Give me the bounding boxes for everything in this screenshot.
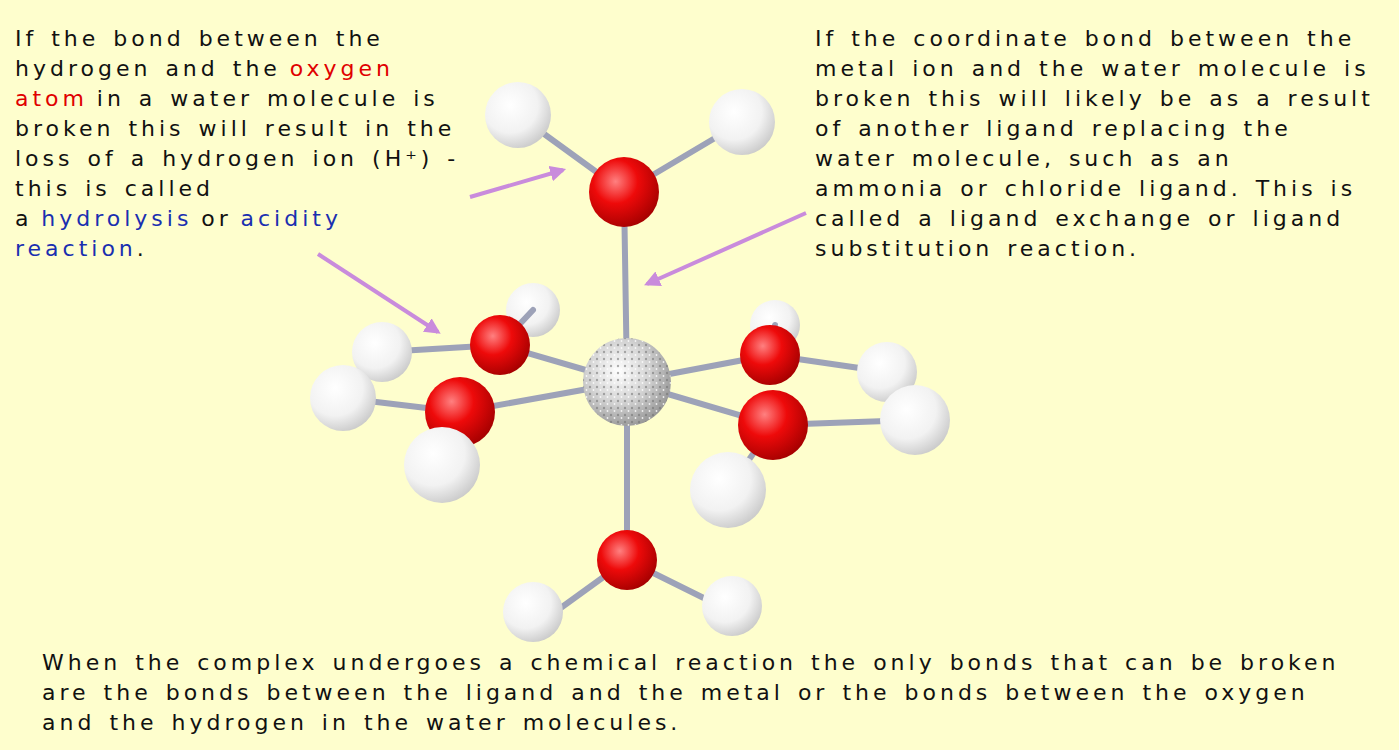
annotation-text: When the complex undergoes a chemical re… [42,650,1340,735]
annotation-text: hydrolysis [41,206,192,231]
annotation-text: If the coordinate bond between the metal… [815,26,1374,261]
annotation-block: When the complex undergoes a chemical re… [42,648,1342,738]
annotation-text: or [201,206,232,231]
metal-ion [583,338,671,426]
annotation-block: If the coordinate bond between the metal… [815,24,1375,264]
oxygen-atoms [425,157,808,590]
annotation-text: . [137,236,148,261]
annotation-block: If the bond between the hydrogen and the… [15,24,465,264]
leader-arrows [318,170,806,332]
